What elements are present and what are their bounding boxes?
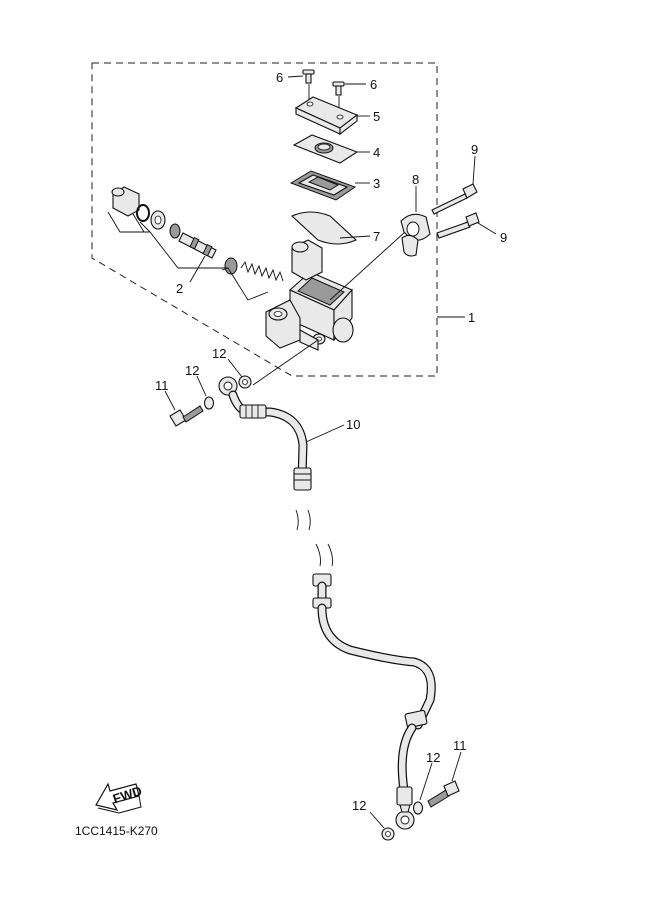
callout-2: 2: [176, 281, 183, 296]
assembly-boundary: [91, 62, 438, 377]
callout-10: 10: [346, 417, 360, 432]
callout-9-upper: 9: [471, 142, 478, 157]
screw-6-left: [302, 69, 315, 84]
copper-washer-12-lower-right: [412, 801, 424, 815]
copper-washer-12-left: [203, 396, 215, 410]
callout-11-bottom: 11: [453, 738, 467, 753]
handlebar-holder-8: [400, 213, 431, 257]
callout-9-lower: 9: [500, 230, 507, 245]
callout-8: 8: [412, 172, 419, 187]
callout-12-left: 12: [185, 363, 199, 378]
protector-7: [291, 211, 357, 245]
callout-3: 3: [373, 176, 380, 191]
brake-hose-10: [218, 376, 436, 830]
bolt-9-upper: [431, 183, 478, 215]
callout-4: 4: [373, 145, 380, 160]
piston-kit-2: [111, 186, 284, 282]
fwd-label: FWD: [111, 783, 144, 806]
callout-12-bottom: 12: [352, 798, 366, 813]
callout-1: 1: [468, 310, 475, 325]
callout-6-right: 6: [370, 77, 377, 92]
reservoir-cap-5: [294, 96, 359, 136]
diagram-code: 1CC1415-K270: [75, 824, 158, 838]
screw-6-right: [332, 81, 345, 96]
callout-11-top: 11: [155, 378, 169, 393]
callout-12-lower-right: 12: [426, 750, 440, 765]
callout-5: 5: [373, 109, 380, 124]
fwd-arrow-icon: [95, 782, 142, 814]
union-bolt-11-top: [169, 405, 204, 427]
callout-7: 7: [373, 229, 380, 244]
diaphragm-3: [289, 170, 357, 201]
callout-6-left: 6: [276, 70, 283, 85]
union-bolt-11-bottom: [427, 780, 460, 808]
master-cylinder-body: [265, 239, 354, 351]
diaphragm-plate-4: [292, 134, 359, 164]
bolt-9-lower: [436, 212, 480, 239]
callout-12-top: 12: [212, 346, 226, 361]
